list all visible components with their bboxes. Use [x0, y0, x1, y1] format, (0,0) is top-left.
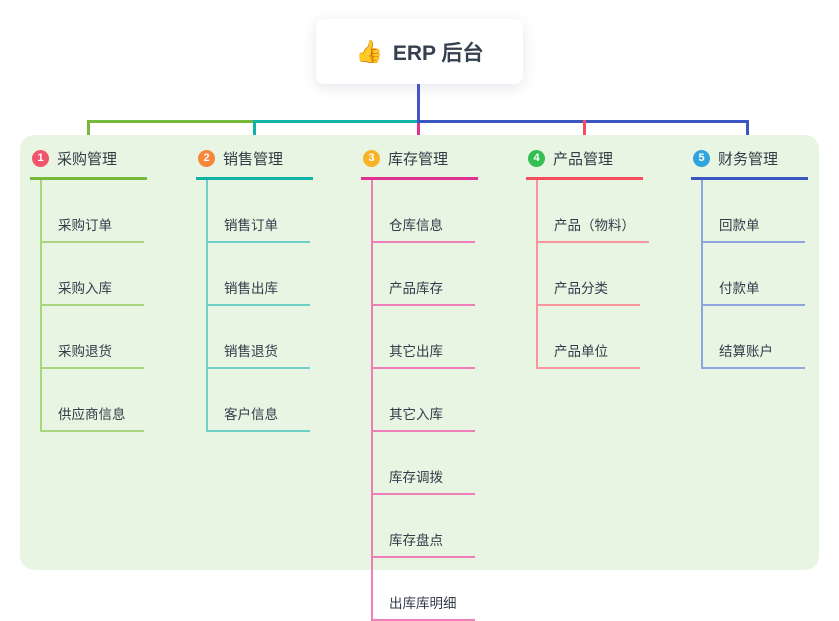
mindmap-node[interactable]: 采购订单	[42, 180, 144, 243]
branch-label: 产品管理	[553, 151, 614, 168]
branch-product: 4 产品管理 产品（物料） 产品分类 产品单位	[526, 148, 656, 369]
branch-purchase-node[interactable]: 1 采购管理	[30, 148, 147, 180]
mindmap-panel: 1 采购管理 采购订单 采购入库 采购退货 供应商信息 2 销售管理 销售订单 …	[20, 135, 821, 621]
mindmap-node[interactable]: 仓库信息	[373, 180, 475, 243]
mindmap-node[interactable]: 客户信息	[208, 369, 310, 432]
mindmap-node[interactable]: 采购退货	[42, 306, 144, 369]
badge-2-icon: 2	[198, 150, 215, 167]
mindmap-node[interactable]: 库存调拨	[373, 432, 475, 495]
branch-label: 销售管理	[223, 151, 284, 168]
mindmap-node[interactable]: 付款单	[703, 243, 805, 306]
branch-label: 财务管理	[718, 151, 779, 168]
mindmap-node[interactable]: 产品分类	[538, 243, 640, 306]
branch-sales-node[interactable]: 2 销售管理	[196, 148, 313, 180]
branch-product-children: 产品（物料） 产品分类 产品单位	[536, 180, 656, 369]
mindmap-node[interactable]: 其它出库	[373, 306, 475, 369]
root-node-label: ERP 后台	[392, 41, 484, 65]
mindmap-node[interactable]: 供应商信息	[42, 369, 144, 432]
mindmap-node[interactable]: 销售退货	[208, 306, 310, 369]
drop-branch4	[583, 120, 586, 149]
mindmap-node[interactable]: 出库库明细	[373, 558, 475, 621]
bus-segment-branch1	[87, 120, 256, 123]
branch-product-node[interactable]: 4 产品管理	[526, 148, 643, 180]
branch-sales-children: 销售订单 销售出库 销售退货 客户信息	[206, 180, 326, 432]
bus-segment-branch2	[253, 120, 417, 123]
badge-4-icon: 4	[528, 150, 545, 167]
mindmap-node[interactable]: 产品（物料）	[538, 180, 649, 243]
mindmap-node[interactable]: 产品单位	[538, 306, 640, 369]
branch-finance-node[interactable]: 5 财务管理	[691, 148, 808, 180]
mindmap-node[interactable]: 结算账户	[703, 306, 805, 369]
branch-inventory-children: 仓库信息 产品库存 其它出库 其它入库 库存调拨 库存盘点 出库库明细	[371, 180, 491, 621]
drop-branch5	[746, 120, 749, 149]
mindmap-node[interactable]: 其它入库	[373, 369, 475, 432]
badge-1-icon: 1	[32, 150, 49, 167]
branch-label: 采购管理	[57, 151, 118, 168]
branch-label: 库存管理	[388, 151, 449, 168]
branch-sales: 2 销售管理 销售订单 销售出库 销售退货 客户信息	[196, 148, 326, 432]
branch-finance: 5 财务管理 回款单 付款单 结算账户	[691, 148, 821, 369]
mindmap-node[interactable]: 回款单	[703, 180, 805, 243]
badge-3-icon: 3	[363, 150, 380, 167]
mindmap-node[interactable]: 产品库存	[373, 243, 475, 306]
root-connector	[417, 84, 420, 123]
branch-inventory-node[interactable]: 3 库存管理	[361, 148, 478, 180]
branch-purchase-children: 采购订单 采购入库 采购退货 供应商信息	[40, 180, 160, 432]
badge-5-icon: 5	[693, 150, 710, 167]
mindmap-node[interactable]: 采购入库	[42, 243, 144, 306]
branch-purchase: 1 采购管理 采购订单 采购入库 采购退货 供应商信息	[30, 148, 160, 432]
mindmap-node[interactable]: 销售出库	[208, 243, 310, 306]
branch-finance-children: 回款单 付款单 结算账户	[701, 180, 821, 369]
thumbs-up-icon: 👍	[355, 38, 383, 64]
root-node[interactable]: 👍 ERP 后台	[316, 19, 523, 84]
drop-branch1	[87, 120, 90, 149]
mindmap-node[interactable]: 销售订单	[208, 180, 310, 243]
drop-branch2	[253, 120, 256, 149]
mindmap-node[interactable]: 库存盘点	[373, 495, 475, 558]
branch-inventory: 3 库存管理 仓库信息 产品库存 其它出库 其它入库 库存调拨 库存盘点 出库库…	[361, 148, 491, 621]
